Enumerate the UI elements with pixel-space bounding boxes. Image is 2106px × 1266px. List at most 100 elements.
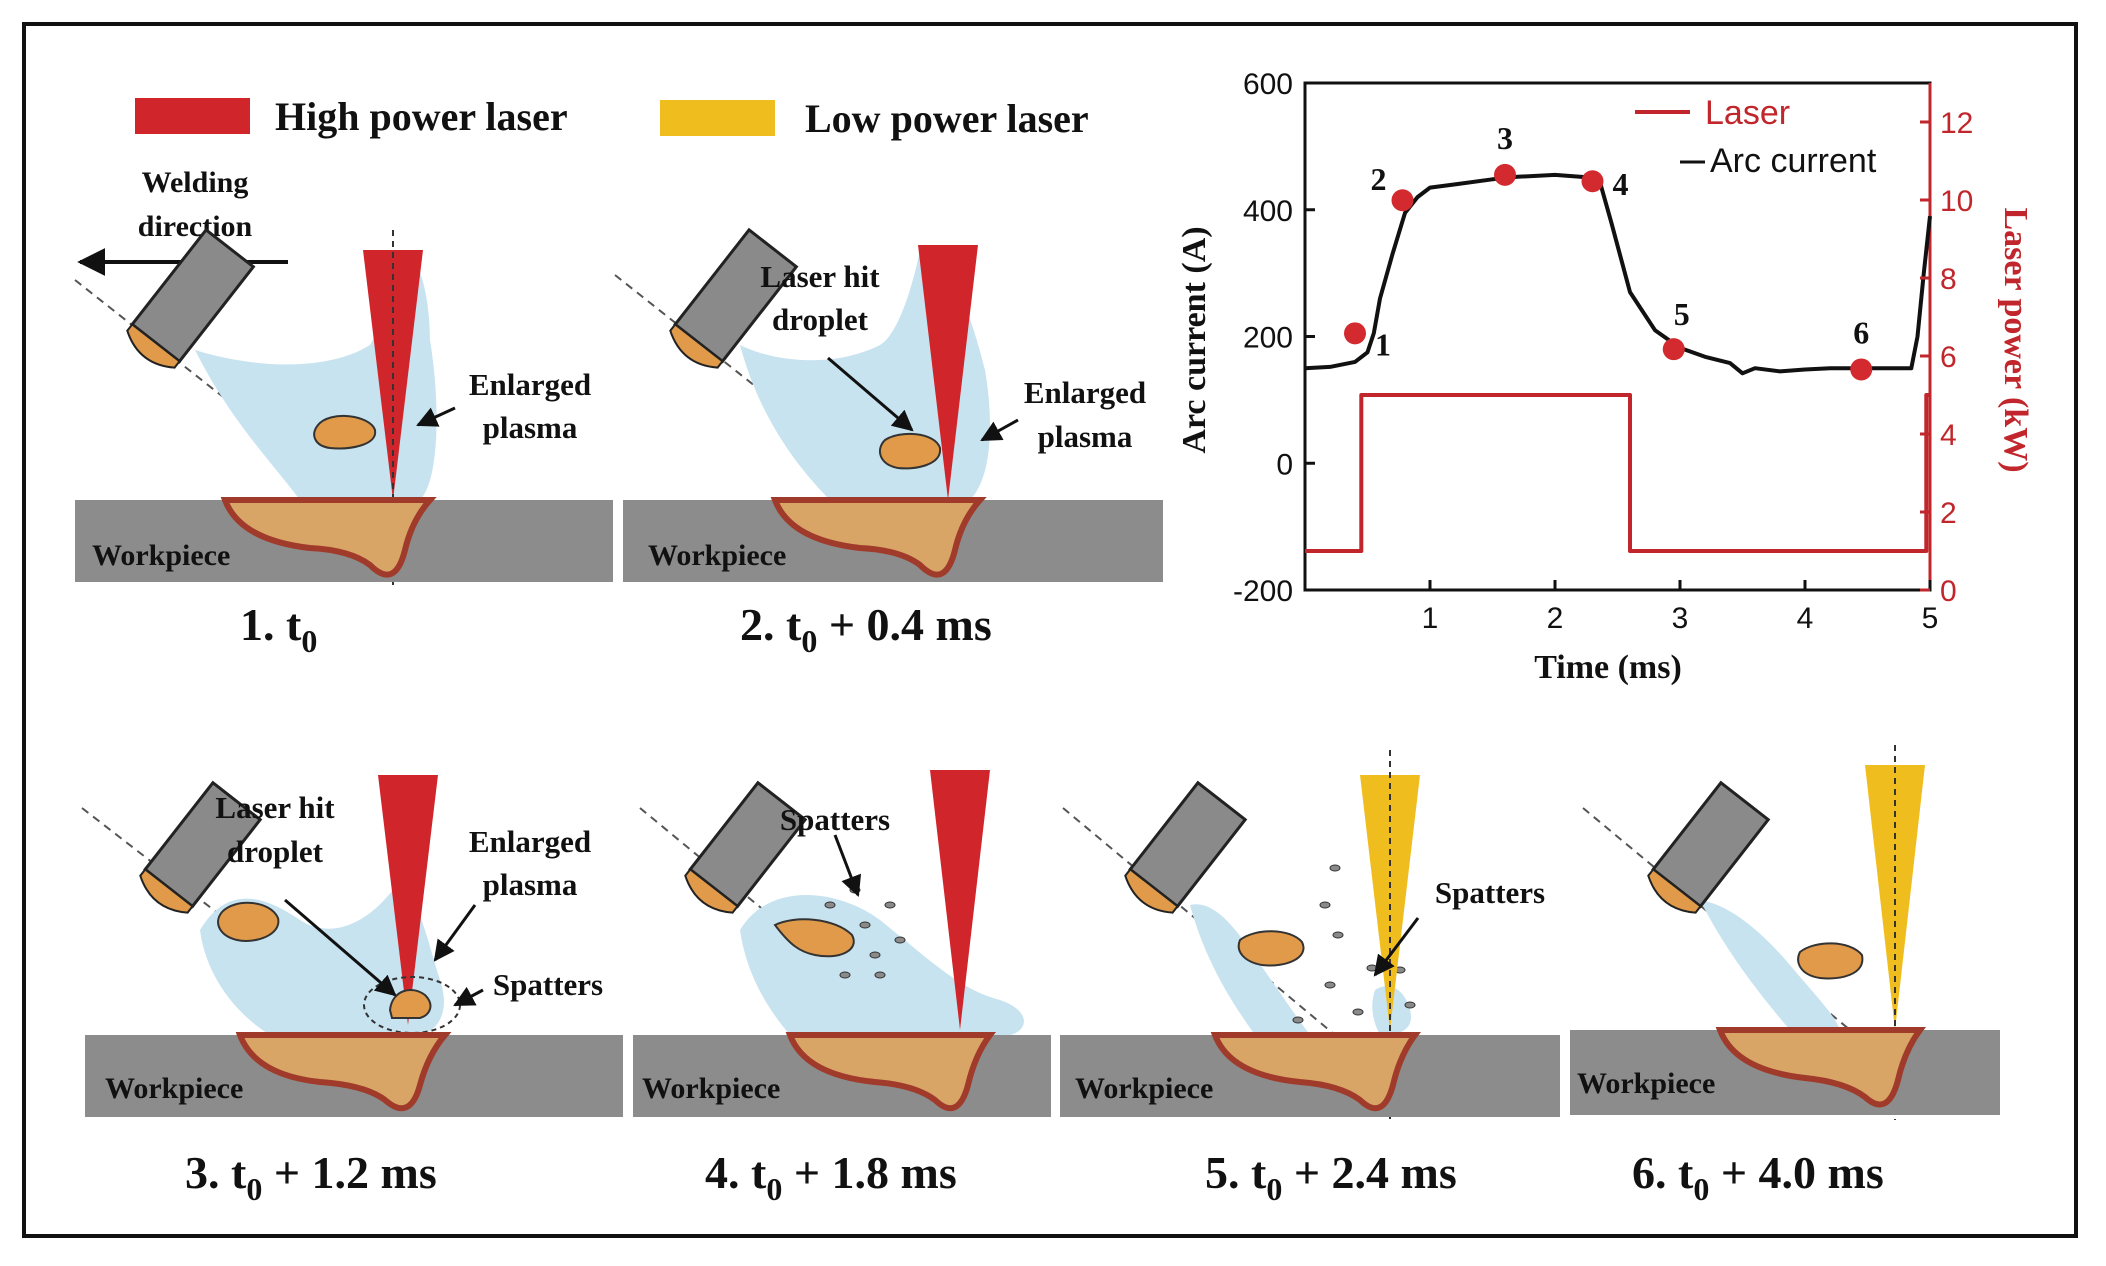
legend-high-power-swatch bbox=[135, 98, 250, 134]
marker-point bbox=[1391, 189, 1414, 212]
marker-label: 2 bbox=[1371, 161, 1387, 197]
legend-low-power-swatch bbox=[660, 100, 775, 136]
label-laser-hit-droplet-line1: Laser hit bbox=[215, 790, 335, 825]
y-left-tick-label: 0 bbox=[1276, 448, 1293, 481]
label-enlarged-plasma-line1: Enlarged bbox=[469, 824, 591, 859]
panel-1: Enlarged plasma Workpiece 1. t0 bbox=[74, 227, 613, 659]
laser-beam bbox=[378, 775, 438, 1025]
workpiece-label: Workpiece bbox=[92, 539, 230, 572]
welding-torch bbox=[139, 780, 263, 914]
y-right-tick-label: 8 bbox=[1940, 263, 1957, 296]
label-enlarged-plasma-line2: plasma bbox=[483, 410, 578, 445]
droplet bbox=[773, 918, 855, 958]
chart-legend: Laser Arc current bbox=[1635, 94, 1877, 180]
legend-laser-label: Laser bbox=[1705, 94, 1790, 132]
laser-beam bbox=[1360, 775, 1420, 1030]
welding-torch bbox=[1124, 780, 1248, 914]
droplet bbox=[1797, 942, 1864, 980]
label-spatters: Spatters bbox=[493, 967, 603, 1002]
y-right-tick-label: 0 bbox=[1940, 575, 1957, 608]
laser-beam bbox=[930, 770, 990, 1030]
welding-torch bbox=[684, 780, 808, 914]
panel-caption: 3. t0 + 1.2 ms bbox=[185, 1147, 437, 1207]
droplet bbox=[878, 432, 942, 470]
workpiece-label: Workpiece bbox=[648, 539, 786, 572]
panel-6: Workpiece 6. t0 + 4.0 ms bbox=[1570, 745, 2000, 1207]
y-right-tick-label: 10 bbox=[1940, 185, 1973, 218]
label-pointer-arrow bbox=[833, 834, 862, 897]
x-tick-label: 3 bbox=[1672, 602, 1689, 635]
legend-high-power-label: High power laser bbox=[275, 94, 568, 139]
x-tick-label: 2 bbox=[1547, 602, 1564, 635]
label-enlarged-plasma-line1: Enlarged bbox=[1024, 375, 1146, 410]
melt-pool bbox=[220, 497, 437, 578]
label-laser-hit-droplet-line1: Laser hit bbox=[760, 259, 880, 294]
label-pointer-arrow bbox=[827, 356, 914, 432]
label-enlarged-plasma-line2: plasma bbox=[483, 867, 578, 902]
welding-direction-line1: Welding bbox=[142, 166, 249, 199]
workpiece-label: Workpiece bbox=[105, 1072, 243, 1105]
marker-point bbox=[1344, 322, 1366, 345]
workpiece-label: Workpiece bbox=[1577, 1067, 1715, 1100]
melt-pool bbox=[235, 1032, 452, 1112]
marker-point bbox=[1581, 170, 1604, 193]
panel-5: Spatters Workpiece 5. t0 + 2.4 ms bbox=[1060, 750, 1560, 1207]
droplet bbox=[313, 414, 377, 450]
series-line-laser bbox=[1305, 393, 1930, 553]
panel-caption: 6. t0 + 4.0 ms bbox=[1632, 1147, 1884, 1207]
label-pointer-arrow bbox=[1373, 917, 1420, 977]
plasma-plume bbox=[1190, 904, 1310, 1035]
label-pointer-arrow bbox=[980, 418, 1019, 442]
droplet bbox=[1237, 930, 1305, 967]
melt-pool bbox=[785, 1032, 996, 1112]
panel-caption: 1. t0 bbox=[240, 599, 317, 659]
welding-torch bbox=[669, 227, 799, 369]
y-right-tick-label: 2 bbox=[1940, 497, 1957, 530]
x-tick-label: 1 bbox=[1422, 602, 1439, 635]
y-left-tick-label: -200 bbox=[1233, 575, 1293, 608]
chart-ylabel-right: Laser power (kW) bbox=[1997, 207, 2034, 472]
legend: High power laser Low power laser bbox=[135, 94, 1089, 141]
y-left-tick-label: 400 bbox=[1243, 195, 1293, 228]
plasma-plume bbox=[1700, 900, 1840, 1030]
panel-caption: 4. t0 + 1.8 ms bbox=[705, 1147, 957, 1207]
y-right-tick-label: 12 bbox=[1940, 107, 1973, 140]
label-enlarged-plasma-line1: Enlarged bbox=[469, 367, 591, 402]
marker-label: 4 bbox=[1613, 166, 1629, 202]
melt-pool bbox=[1210, 1032, 1421, 1112]
melt-pool bbox=[770, 497, 987, 578]
y-left-tick-label: 200 bbox=[1243, 322, 1293, 355]
torch-axis-line bbox=[74, 279, 361, 506]
welding-torch bbox=[1647, 780, 1771, 914]
torch-axis-line bbox=[1062, 807, 1336, 1036]
legend-arc-current-label: Arc current bbox=[1710, 142, 1877, 180]
x-tick-label: 5 bbox=[1922, 602, 1939, 635]
droplet bbox=[217, 901, 280, 942]
label-pointer-arrow bbox=[284, 898, 397, 997]
label-laser-hit-droplet-line2: droplet bbox=[772, 302, 869, 337]
label-pointer-arrow bbox=[433, 904, 477, 962]
panel-caption: 5. t0 + 2.4 ms bbox=[1205, 1147, 1457, 1207]
welding-direction: Welding direction bbox=[77, 166, 288, 276]
y-left-tick-label: 600 bbox=[1243, 68, 1293, 101]
panel-2: Laser hit droplet Enlarged plasma Workpi… bbox=[614, 227, 1163, 659]
panel-4: Spatters Workpiece 4. t0 + 1.8 ms bbox=[633, 770, 1051, 1207]
label-pointer-arrow bbox=[416, 406, 456, 427]
melt-pool bbox=[1715, 1027, 1926, 1108]
plasma-plume bbox=[195, 250, 437, 500]
marker-label: 6 bbox=[1853, 314, 1869, 350]
laser-beam bbox=[918, 245, 978, 500]
workpiece-label: Workpiece bbox=[1075, 1072, 1213, 1105]
label-pointer-arrow bbox=[453, 986, 484, 1007]
marker-label: 5 bbox=[1674, 296, 1690, 332]
chart-xlabel: Time (ms) bbox=[1534, 649, 1682, 686]
label-laser-hit-droplet-line2: droplet bbox=[227, 834, 324, 869]
marker-point bbox=[1662, 338, 1685, 361]
droplet bbox=[388, 989, 432, 1019]
y-right-tick-label: 4 bbox=[1940, 419, 1957, 452]
welding-torch bbox=[126, 227, 256, 369]
label-spatters: Spatters bbox=[1435, 875, 1545, 910]
